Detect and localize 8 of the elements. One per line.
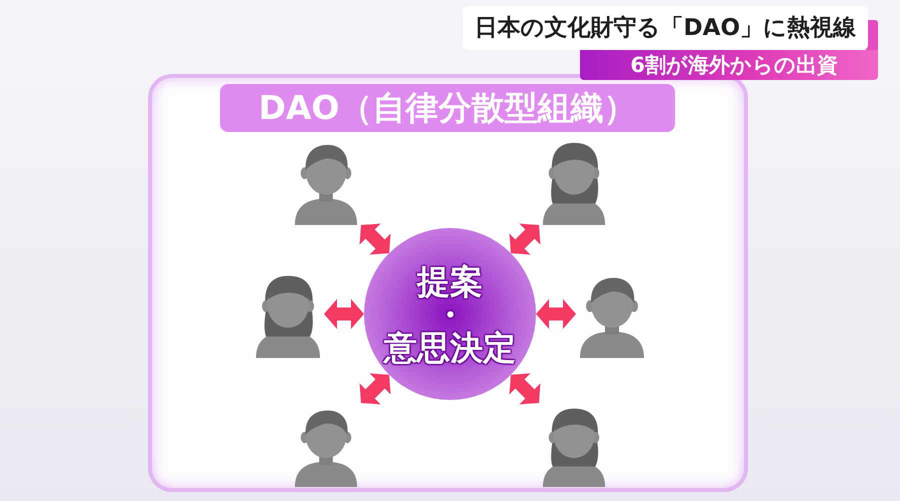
double-arrow — [324, 299, 364, 329]
diagram-panel — [148, 74, 748, 492]
headline-banner: 日本の文化財守る「DAO」に熱視線 — [462, 6, 868, 50]
double-arrow — [536, 299, 576, 329]
header-band — [220, 84, 675, 132]
band-title: DAO（自律分散型組織） — [258, 90, 636, 126]
circle-text: 提案・意思決定 — [384, 264, 516, 364]
subheadline-banner: 6割が海外からの出資 — [580, 50, 878, 80]
